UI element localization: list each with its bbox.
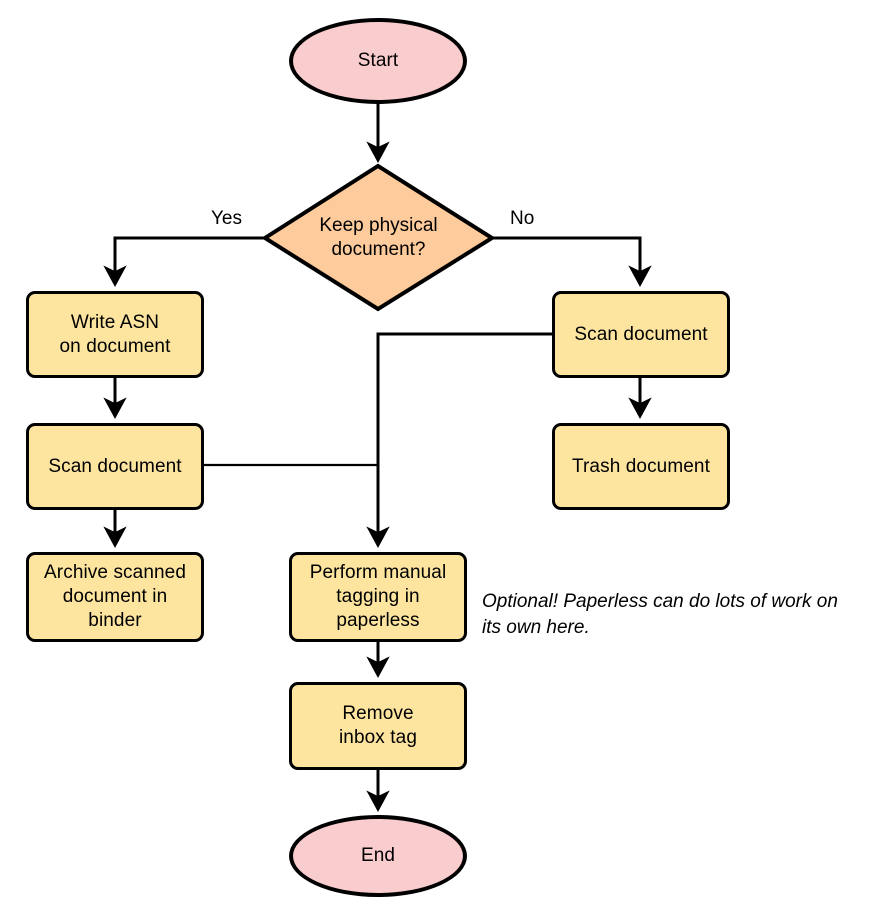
node-write-asn-label-line1: Write ASN (70, 311, 160, 333)
node-scan-document-left-label: Scan document (48, 455, 182, 477)
node-start-label: Start (357, 50, 399, 71)
annotation-optional-note-line1: Optional! Paperless can do lots of work … (482, 591, 838, 612)
node-tagging-label-line3: paperless (336, 610, 420, 631)
node-write-asn-on-document[interactable]: Write ASN on document (26, 291, 204, 378)
node-archive-label-line1: Archive scanned (44, 562, 186, 583)
node-trash-document-label: Trash document (572, 455, 710, 477)
edge-label-no: No (510, 208, 535, 229)
node-end-label: End (360, 845, 396, 866)
node-start[interactable]: Start (289, 18, 467, 104)
node-scan-document-right-label: Scan document (574, 323, 708, 345)
node-scan-document-left[interactable]: Scan document (26, 423, 204, 510)
edge-scan-right-to-tagging (366, 332, 552, 549)
node-decision-label-line1: Keep physical (319, 214, 438, 236)
annotation-optional-note-line2: its own here. (482, 617, 590, 638)
decision-diamond-shape (261, 163, 496, 312)
node-archive-label-line3: binder (88, 610, 142, 631)
node-decision-label: Keep physical document? (265, 166, 492, 309)
node-perform-manual-tagging[interactable]: Perform manual tagging in paperless (289, 552, 467, 642)
node-archive-label-line2: document in (62, 586, 168, 607)
edge-decision-yes-to-write-asn (103, 236, 265, 288)
node-tagging-label-line2: tagging in (336, 586, 420, 607)
annotation-optional-note: Optional! Paperless can do lots of work … (482, 589, 882, 641)
edge-label-yes: Yes (211, 208, 242, 229)
node-trash-document[interactable]: Trash document (552, 423, 730, 510)
node-write-asn-label-line2: on document (59, 335, 171, 357)
node-remove-inbox-label-line1: Remove (342, 703, 414, 724)
edge-decision-no-to-scan-right (492, 236, 652, 288)
node-remove-inbox-tag[interactable]: Remove inbox tag (289, 682, 467, 770)
node-decision-label-line2: document? (331, 238, 426, 260)
node-decision-keep-physical-document[interactable]: Keep physical document? (265, 166, 492, 309)
node-end[interactable]: End (289, 815, 467, 897)
node-scan-document-right[interactable]: Scan document (552, 291, 730, 378)
node-archive-scanned-document[interactable]: Archive scanned document in binder (26, 552, 204, 642)
node-remove-inbox-label-line2: inbox tag (338, 727, 417, 748)
node-tagging-label-line1: Perform manual (309, 562, 447, 583)
